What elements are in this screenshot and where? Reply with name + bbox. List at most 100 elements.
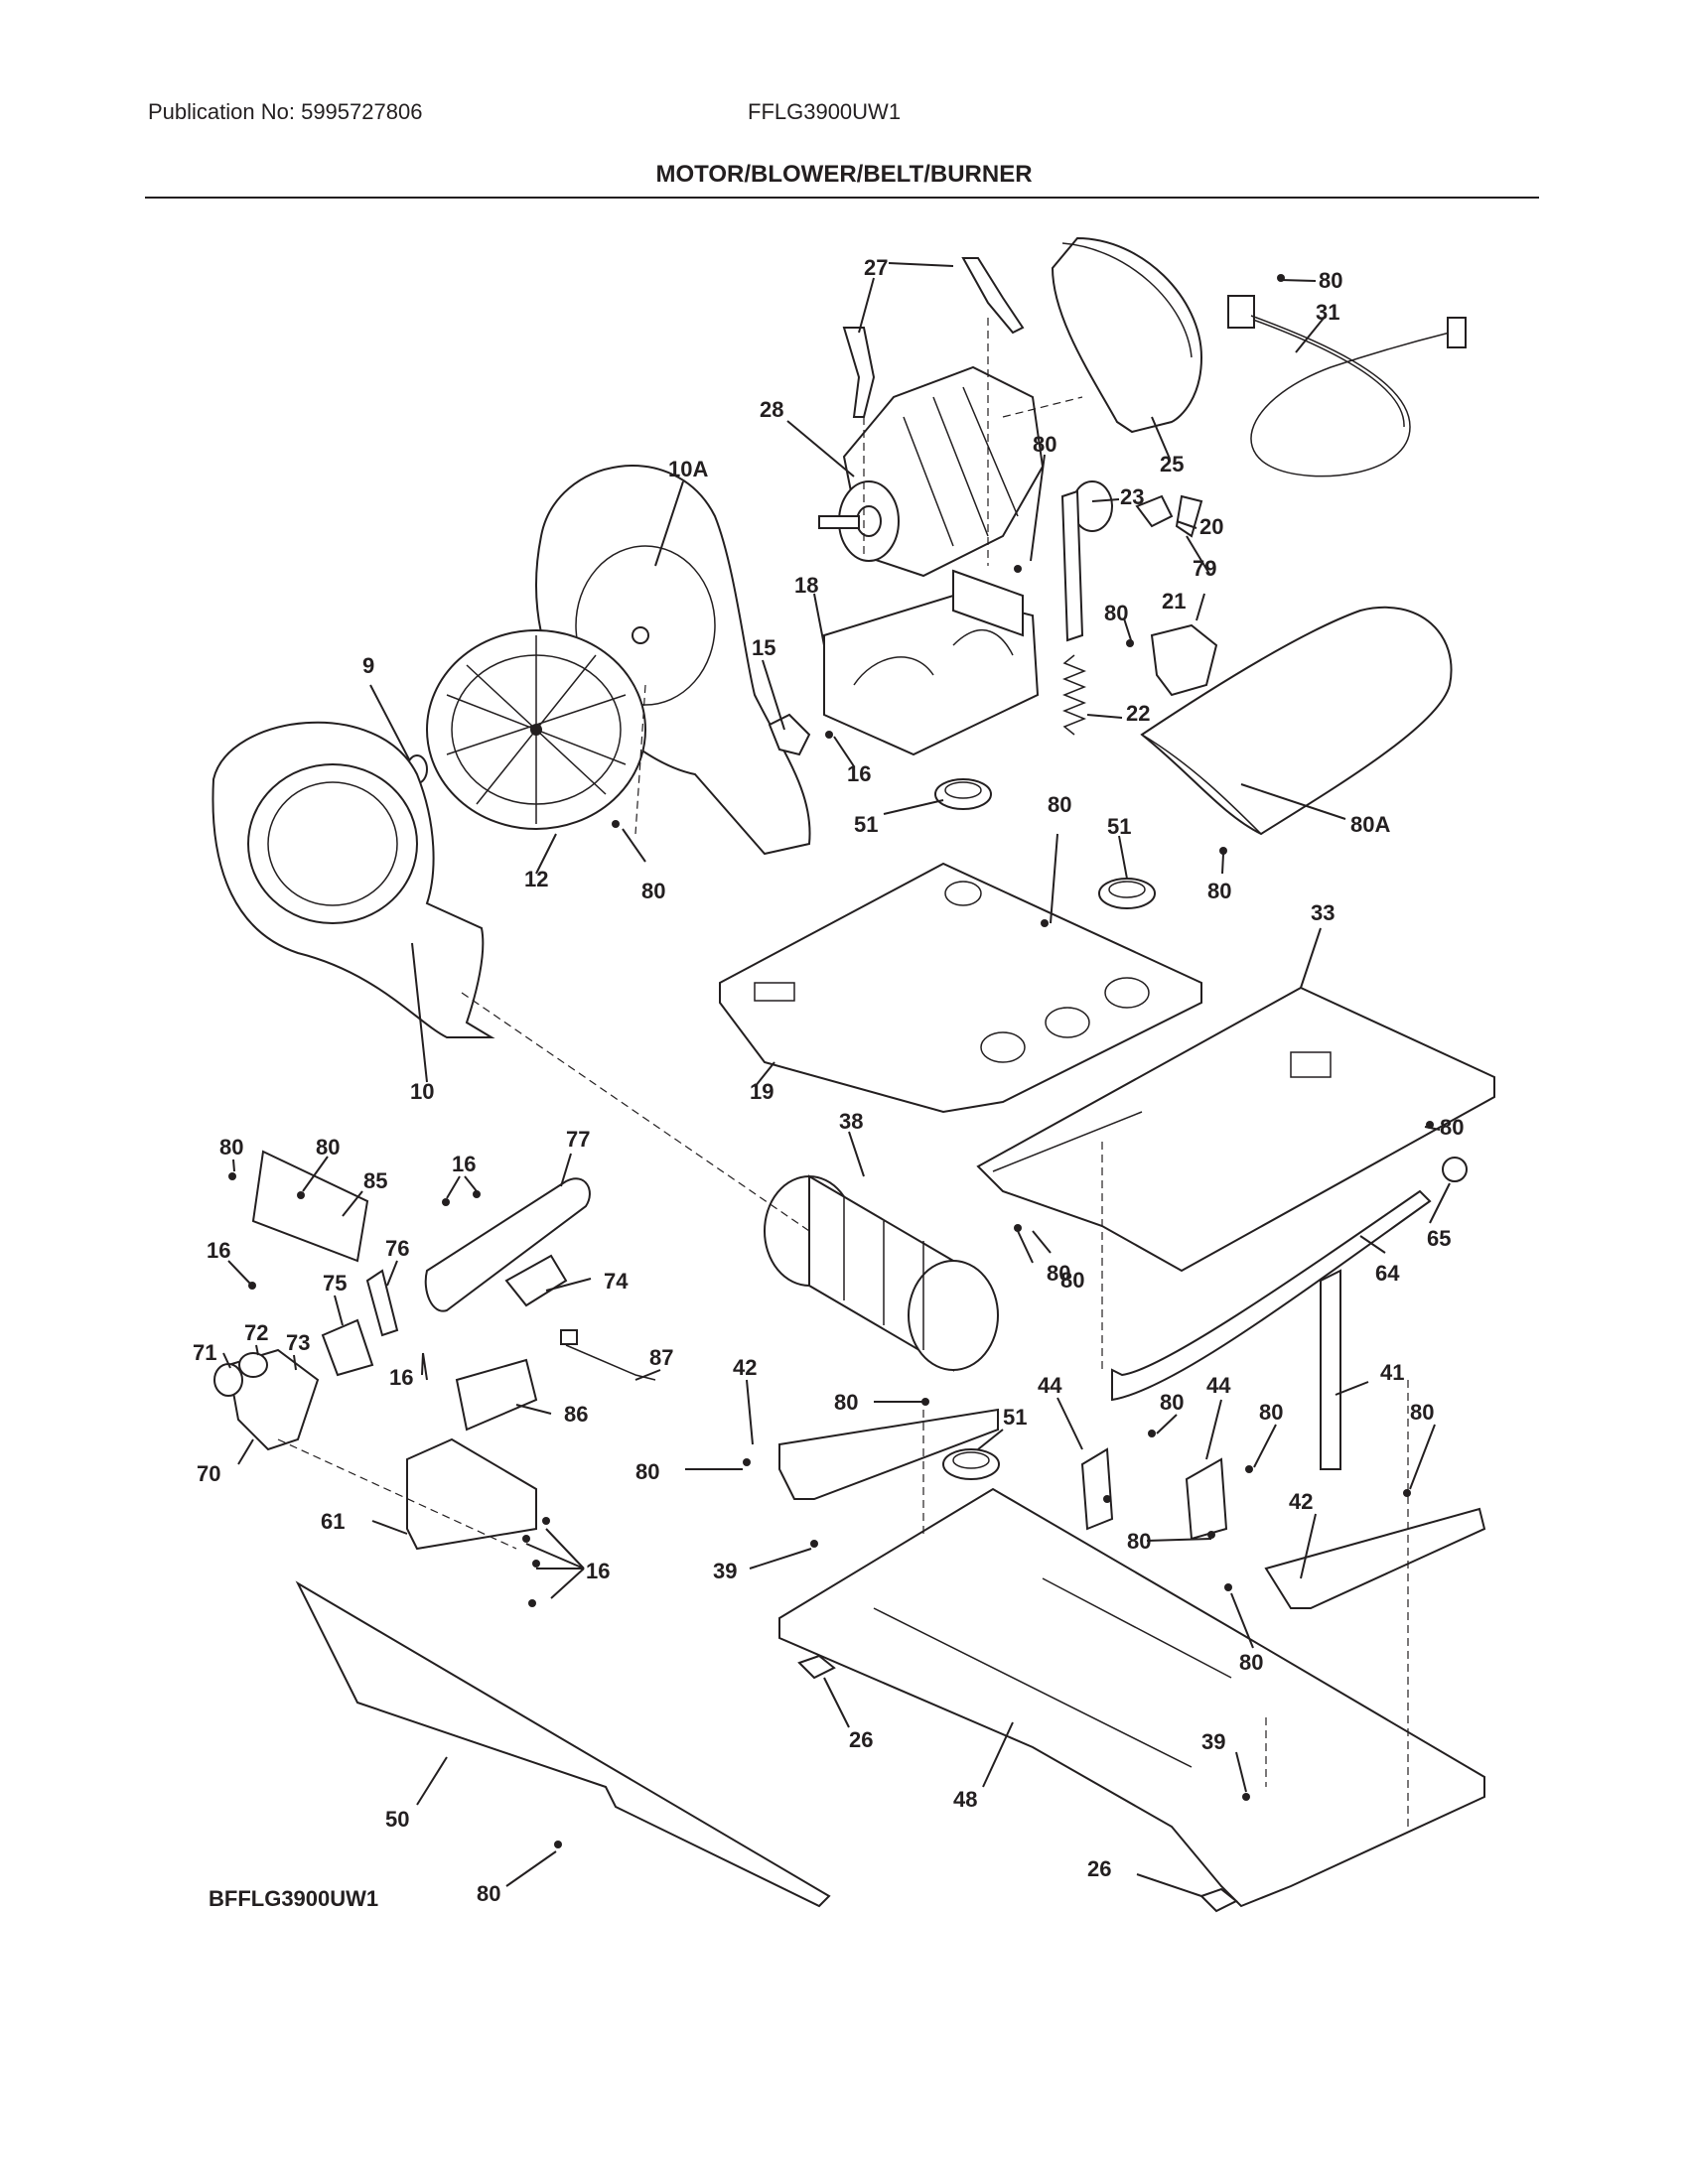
callout-64: 64 xyxy=(1375,1261,1400,1286)
callout-28: 28 xyxy=(760,397,783,422)
callout-80-cover: 80 xyxy=(1207,879,1231,903)
callout-71: 71 xyxy=(193,1340,216,1365)
callout-38: 38 xyxy=(839,1109,863,1134)
leveling-foot-right-part xyxy=(1199,1887,1238,1913)
rail-left-part xyxy=(778,1408,999,1500)
callout-42-right: 42 xyxy=(1289,1489,1313,1514)
callout-16-tubes: 16 xyxy=(452,1152,476,1176)
assembly-guide-lines xyxy=(277,318,1409,1827)
callout-12: 12 xyxy=(524,867,548,891)
rail-right-part xyxy=(1264,1507,1486,1609)
bracket-right-part xyxy=(1185,1457,1228,1541)
diagram-code: BFFLG3900UW1 xyxy=(209,1886,379,1911)
base-frame-part xyxy=(778,1487,1485,1908)
callout-25: 25 xyxy=(1160,452,1184,477)
burner-bracket-61-part xyxy=(406,1437,537,1551)
solenoid-coil-part xyxy=(238,1352,268,1378)
callout-21: 21 xyxy=(1162,589,1186,614)
gas-pipe-part xyxy=(1111,1189,1432,1402)
callout-80-right: 80 xyxy=(1440,1115,1464,1140)
callout-61: 61 xyxy=(321,1509,345,1534)
motor-part xyxy=(818,365,1045,578)
callout-65: 65 xyxy=(1427,1226,1451,1251)
blower-housing-front-part xyxy=(211,721,495,1038)
callout-76: 76 xyxy=(385,1236,409,1261)
gasket-part xyxy=(768,713,811,756)
callout-39-b: 39 xyxy=(1201,1729,1225,1754)
callout-86: 86 xyxy=(564,1402,588,1427)
base-plate-part xyxy=(719,862,1202,1114)
bracket-75-part xyxy=(321,1318,374,1377)
callout-80-cord: 80 xyxy=(1319,268,1342,293)
callout-19: 19 xyxy=(750,1079,774,1104)
power-cord-part xyxy=(1227,295,1467,478)
callout-80-motor: 80 xyxy=(1033,432,1056,457)
model-number: FFLG3900UW1 xyxy=(748,99,902,124)
callout-80-fan: 80 xyxy=(641,879,665,903)
callout-42-left: 42 xyxy=(733,1355,757,1380)
burner-cover-part xyxy=(1140,606,1453,836)
callout-22: 22 xyxy=(1126,701,1150,726)
callout-80-h: 80 xyxy=(1127,1529,1151,1554)
callout-80-g: 80 xyxy=(1410,1400,1434,1425)
callout-74: 74 xyxy=(604,1269,629,1294)
callout-10A: 10A xyxy=(668,457,708,481)
callout-80A: 80A xyxy=(1350,812,1390,837)
callout-72: 72 xyxy=(244,1320,268,1345)
callout-26-b: 26 xyxy=(1087,1856,1111,1881)
flame-sensor-part xyxy=(365,1269,399,1337)
callout-80-left: 80 xyxy=(1060,1268,1084,1293)
callout-44-b: 44 xyxy=(1206,1373,1231,1398)
bracket-left-part xyxy=(1080,1447,1114,1531)
callout-80-bracket: 80 xyxy=(219,1135,243,1160)
callout-33: 33 xyxy=(1311,900,1335,925)
callout-44-a: 44 xyxy=(1038,1373,1062,1398)
callout-51-b: 51 xyxy=(1107,814,1131,839)
callout-16-bottom: 16 xyxy=(586,1559,610,1583)
callout-48: 48 xyxy=(953,1787,977,1812)
callout-80-e: 80 xyxy=(1160,1390,1184,1415)
grommet-right-part xyxy=(1098,878,1156,909)
callout-51-c: 51 xyxy=(1003,1405,1027,1430)
callout-23: 23 xyxy=(1120,484,1144,509)
burner-tube-part xyxy=(424,1177,591,1312)
callout-labels: 27 80 31 28 80 25 10A 23 20 79 18 21 80 … xyxy=(193,255,1464,1906)
callout-41: 41 xyxy=(1380,1360,1404,1385)
callout-9: 9 xyxy=(362,653,374,678)
wire-harness-part xyxy=(560,1329,656,1381)
callout-31: 31 xyxy=(1316,300,1339,325)
callout-51-a: 51 xyxy=(854,812,878,837)
callout-80-rail: 80 xyxy=(834,1390,858,1415)
mounting-bracket-86-part xyxy=(455,1358,538,1432)
callout-16-left: 16 xyxy=(207,1238,230,1263)
grommet-lower-part xyxy=(942,1448,1000,1480)
callout-80-tstat: 80 xyxy=(1104,601,1128,625)
drive-belt-part xyxy=(1051,236,1203,434)
callout-20: 20 xyxy=(1199,514,1223,539)
bracket-85-part xyxy=(251,1150,369,1263)
gas-fitting-part xyxy=(1442,1157,1468,1182)
callout-27: 27 xyxy=(864,255,888,280)
leader-lines xyxy=(222,262,1451,1897)
callout-73: 73 xyxy=(286,1330,310,1355)
lower-panel-part xyxy=(295,1580,831,1908)
callout-80-base: 80 xyxy=(1048,792,1071,817)
publication-number: Publication No: 5995727806 xyxy=(148,99,423,124)
burner-pan-part xyxy=(976,986,1495,1273)
callout-75: 75 xyxy=(323,1271,347,1296)
callout-50: 50 xyxy=(385,1807,409,1832)
callout-80-panel: 80 xyxy=(477,1881,500,1906)
callout-15: 15 xyxy=(752,635,775,660)
callout-80-rail-left: 80 xyxy=(635,1459,659,1484)
thermostat-part xyxy=(1150,623,1218,697)
callout-10: 10 xyxy=(410,1079,434,1104)
idler-pulley-part xyxy=(1060,480,1113,736)
callout-79: 79 xyxy=(1193,556,1216,581)
grommet-upper-part xyxy=(934,778,992,810)
page-title: MOTOR/BLOWER/BELT/BURNER xyxy=(655,161,1033,188)
callout-80-pan: 80 xyxy=(1047,1261,1070,1286)
callout-16-mid: 16 xyxy=(389,1365,413,1390)
callout-70: 70 xyxy=(197,1461,220,1486)
callout-18: 18 xyxy=(794,573,818,598)
